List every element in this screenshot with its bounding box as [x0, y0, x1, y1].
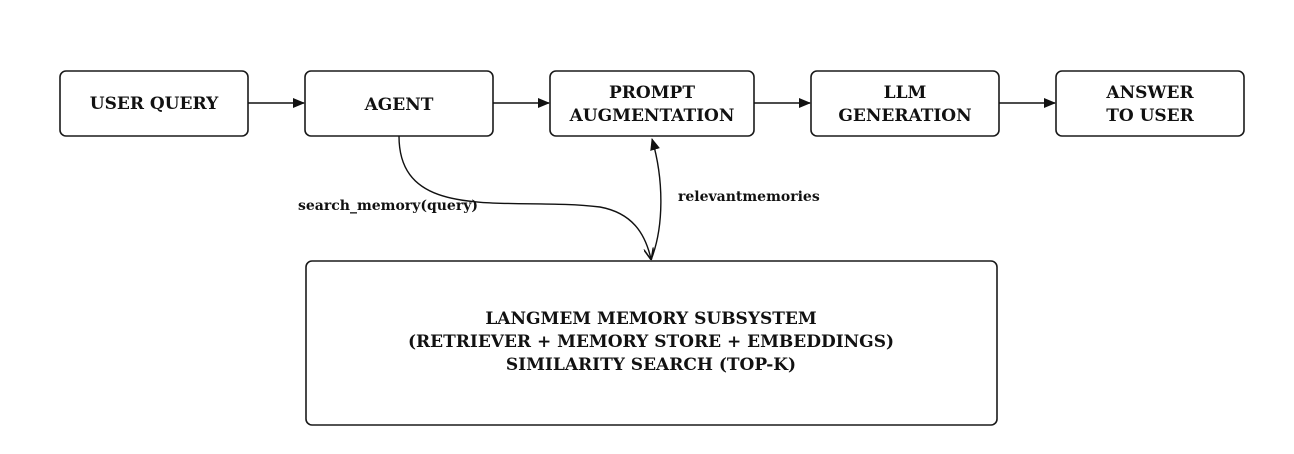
node-user-query: USER QUERY	[59, 70, 249, 137]
edge-label-search-memory: search_memory(query)	[298, 198, 478, 214]
node-answer-to-user-label-line1: ANSWER	[1105, 83, 1194, 103]
edge-agent-to-memory-subsystem	[398, 135, 651, 259]
node-prompt-augmentation-label-line1: PROMPT	[609, 83, 695, 103]
node-agent-label: AGENT	[364, 95, 434, 115]
node-llm-generation: LLM GENERATION	[810, 70, 1000, 137]
node-prompt-augmentation-label-line2: AUGMENTATION	[569, 106, 735, 126]
node-memory-subsystem: LANGMEM MEMORY SUBSYSTEM (RETRIEVER + ME…	[305, 260, 998, 426]
node-agent: AGENT	[304, 70, 494, 137]
node-memory-subsystem-label-line2: (RETRIEVER + MEMORY STORE + EMBEDDINGS)	[408, 332, 894, 352]
node-memory-subsystem-label-line1: LANGMEM MEMORY SUBSYSTEM	[485, 309, 817, 329]
edge-label-relevant-memories: relevantmemories	[678, 189, 820, 205]
node-llm-generation-label-line1: LLM	[884, 83, 927, 103]
node-answer-to-user-label-line2: TO USER	[1106, 106, 1194, 126]
node-llm-generation-label-line2: GENERATION	[838, 106, 971, 126]
edge-memory-subsystem-to-prompt-augmentation	[650, 138, 662, 261]
node-user-query-label: USER QUERY	[90, 94, 219, 114]
node-prompt-augmentation: PROMPT AUGMENTATION	[549, 70, 755, 137]
node-answer-to-user: ANSWER TO USER	[1055, 70, 1245, 137]
node-memory-subsystem-label-line3: SIMILARITY SEARCH (TOP-K)	[506, 355, 796, 375]
